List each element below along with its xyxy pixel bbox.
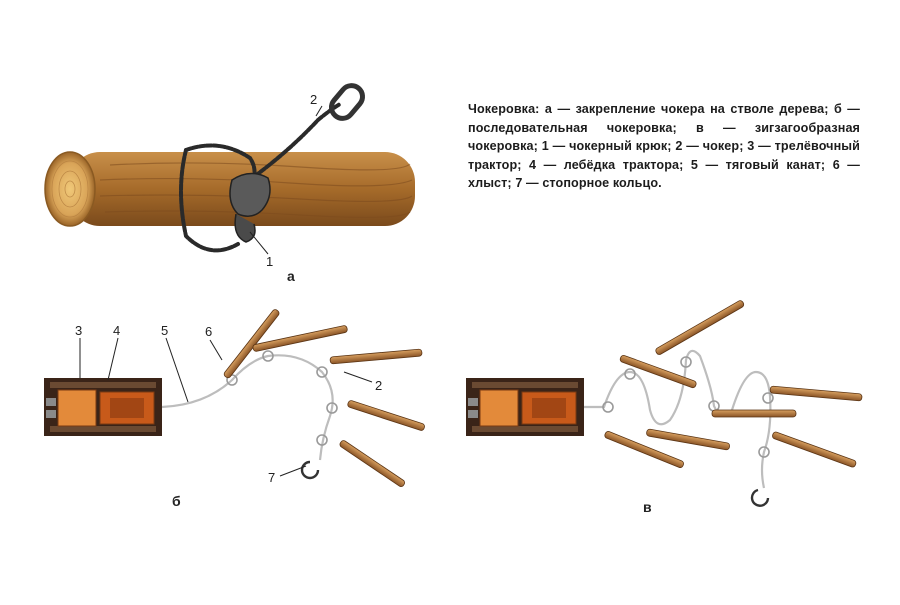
label-a-hook: 1: [266, 254, 273, 269]
panel-label-b: б: [172, 493, 181, 509]
panel-v: в: [466, 300, 863, 515]
leader-a-1: [249, 231, 269, 255]
log-bark-texture: [99, 162, 413, 218]
logs-b: [223, 309, 425, 487]
rings-b: [226, 350, 338, 446]
label-b-winch: 4: [113, 323, 120, 338]
label-b-cable: 5: [161, 323, 168, 338]
label-a-choker: 2: [310, 92, 317, 107]
panel-label-a: а: [287, 268, 295, 284]
leader-a-2: [315, 105, 323, 117]
panel-a: 1 2 а: [44, 83, 415, 284]
caption-heading: Чокеровка:: [468, 102, 540, 116]
caption-text: а — закрепление чокера на стволе дерева;…: [468, 102, 860, 190]
logs-v: [604, 300, 863, 469]
choker-hook: [229, 172, 271, 243]
stopper-ring-b: [300, 460, 320, 480]
log-rings: [51, 160, 89, 218]
label-b-ring: 7: [268, 470, 275, 485]
cable-v: [584, 349, 772, 489]
stopper-ring-v: [750, 488, 770, 507]
rings-v: [602, 356, 774, 458]
figure-caption: Чокеровка: а — закрепление чокера на ств…: [468, 100, 860, 193]
tractor-v: [466, 378, 584, 436]
panel-label-v: в: [643, 499, 652, 515]
panel-b: 3 4 5 6 2 7 б: [44, 309, 425, 509]
label-b-tractor: 3: [75, 323, 82, 338]
label-b-choker: 2: [375, 378, 382, 393]
choker-ring: [329, 83, 365, 121]
tractor-b: [44, 378, 162, 436]
cable-b: [161, 354, 334, 461]
leaders-b: [79, 337, 373, 477]
label-b-log: 6: [205, 324, 212, 339]
log-end: [44, 151, 96, 227]
